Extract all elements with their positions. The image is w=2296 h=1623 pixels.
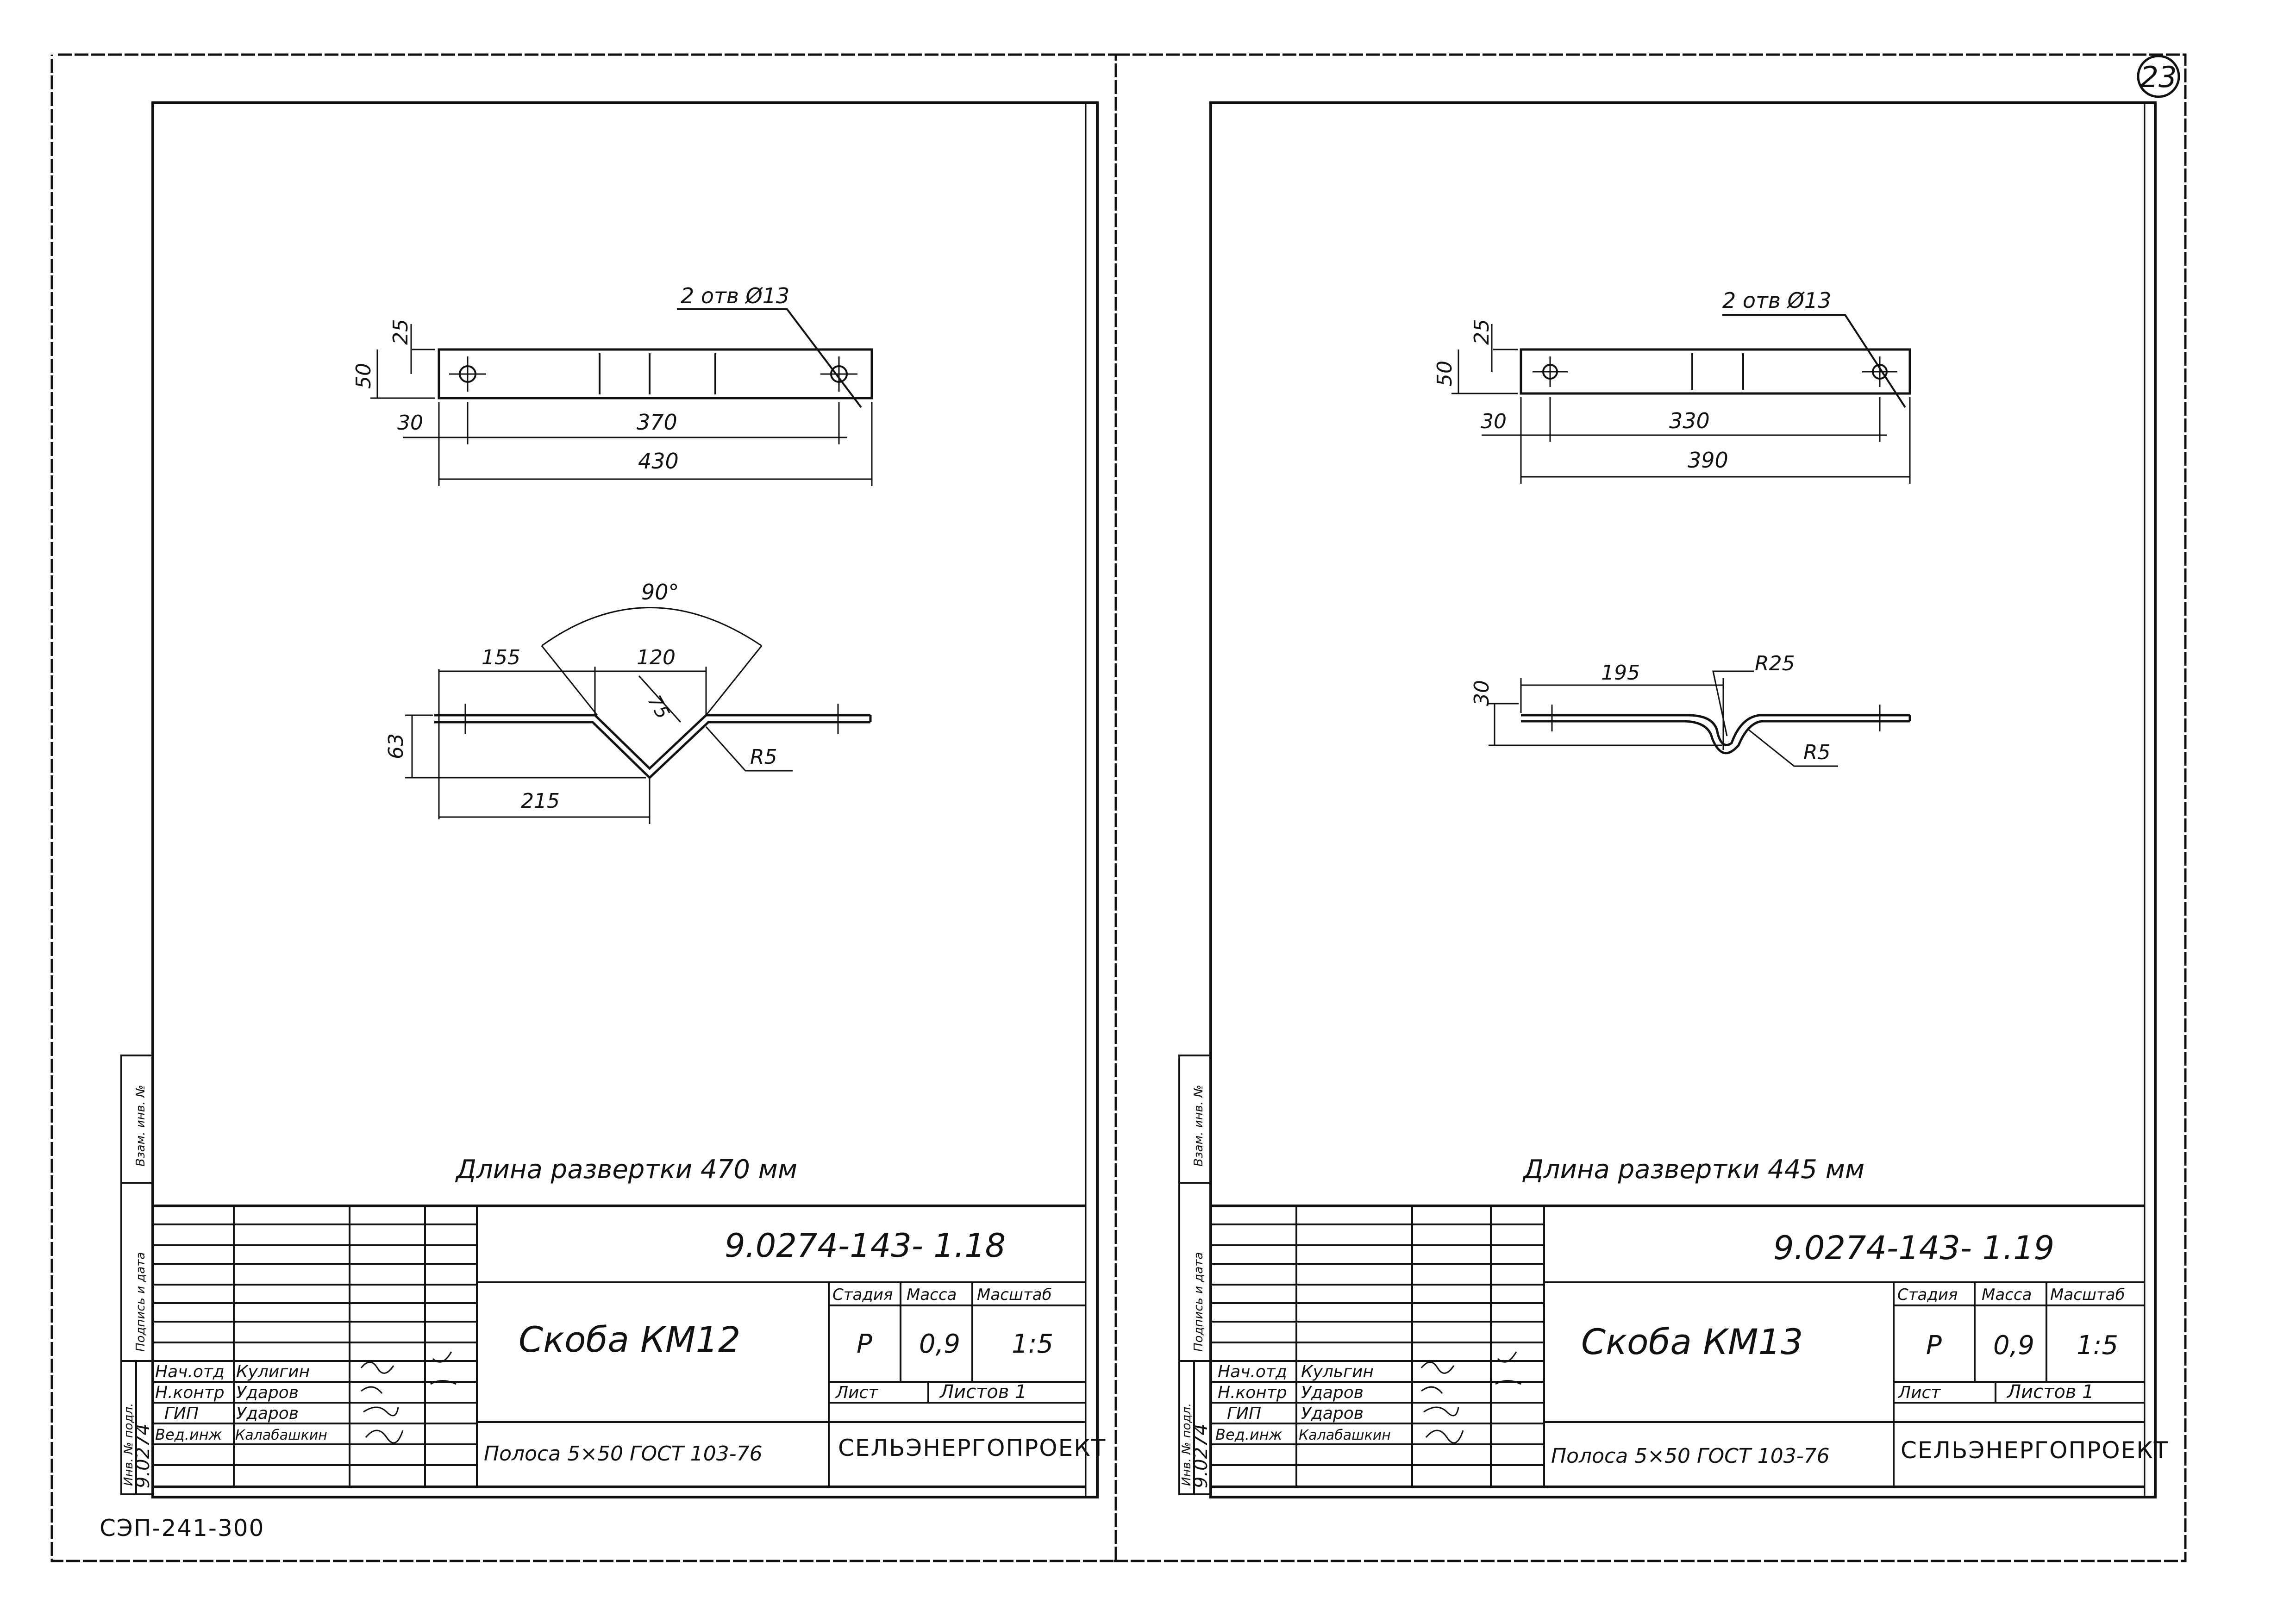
dim-radius-big: R25	[1755, 652, 1795, 675]
sig-role: ГИП	[1227, 1404, 1261, 1423]
sig-role: Нач.отд	[1218, 1362, 1287, 1381]
drawing-number: 9.0274-143- 1.19	[1773, 1229, 2054, 1267]
dim-height: 30	[1470, 680, 1494, 706]
signature-scribble	[360, 1361, 404, 1444]
stage-value: Р	[857, 1329, 872, 1359]
material-note: Полоса 5×50 ГОСТ 103-76	[1551, 1444, 1830, 1468]
title-block-right	[1211, 1205, 2145, 1488]
sig-role: ГИП	[164, 1404, 199, 1423]
inv-orig-value: 9.0274	[1190, 1423, 1212, 1488]
development-length: Длина развертки 445 мм	[1522, 1155, 1864, 1185]
stage-header: Стадия	[1897, 1286, 1958, 1304]
dim-left: 155	[482, 646, 520, 669]
mass-value: 0,9	[1993, 1330, 2034, 1361]
stage-value: Р	[1926, 1330, 1942, 1361]
side-stamp-left	[120, 1055, 154, 1495]
dim-diag: 75	[643, 692, 673, 723]
profile-view-right: 30 195 R25 R5	[1470, 652, 1911, 767]
sign-date-label: Подпись и дата	[1192, 1252, 1206, 1352]
sig-role: Н.контр	[1218, 1383, 1287, 1402]
sig-name: Кульгин	[1301, 1362, 1374, 1381]
dim-50: 50	[1433, 361, 1457, 387]
sig-name: Ударов	[1301, 1383, 1364, 1402]
dim-holes: 370	[637, 410, 677, 435]
sign-date-label: Подпись и дата	[134, 1252, 148, 1352]
sheets-label: Листов 1	[939, 1381, 1027, 1403]
sheet-label: Лист	[1897, 1383, 1941, 1402]
inv-orig-label: Инв. № подл.	[1180, 1403, 1194, 1486]
sig-role: Нач.отд	[155, 1362, 225, 1381]
dim-left: 195	[1601, 661, 1640, 685]
inv-replace-label: Взам. инв. №	[134, 1085, 148, 1167]
signature-scribble	[1420, 1361, 1464, 1444]
sig-name: Калабашкин	[1299, 1427, 1391, 1443]
plan-view-right: 2 отв Ø13 25 50 30 330 390	[1433, 288, 1911, 484]
development-length: Длина развертки 470 мм	[455, 1155, 797, 1185]
dim-total: 390	[1688, 448, 1728, 473]
plan-view-left: 2 отв Ø13 25 50 30 370 430	[352, 283, 873, 486]
mass-value: 0,9	[919, 1329, 960, 1359]
scale-header: Масштаб	[2050, 1286, 2125, 1304]
drawing-number: 9.0274-143- 1.18	[725, 1227, 1006, 1265]
footer-code: СЭП-241-300	[100, 1515, 264, 1542]
sig-name: Калабашкин	[235, 1427, 327, 1443]
signature-scribble	[1495, 1351, 1521, 1385]
sig-role: Н.контр	[155, 1383, 225, 1402]
signature-scribble	[430, 1351, 457, 1385]
holes-note: 2 отв Ø13	[1722, 288, 1831, 313]
profile-view-left: 90° 155 120 75 63 215 R5	[384, 580, 872, 824]
part-title: Скоба КМ12	[519, 1319, 740, 1360]
sig-name: Ударов	[236, 1404, 299, 1423]
inv-replace-label: Взам. инв. №	[1192, 1085, 1206, 1167]
dim-radius: R5	[750, 745, 777, 769]
sig-name: Кулигин	[236, 1362, 310, 1381]
dim-total: 430	[638, 449, 679, 474]
dim-30: 30	[397, 411, 423, 435]
side-stamp-right	[1178, 1055, 1212, 1495]
dim-25: 25	[1470, 319, 1494, 345]
page-number-text: 23	[2140, 60, 2177, 94]
outer-frame	[50, 53, 2187, 1562]
sig-name: Ударов	[1301, 1404, 1364, 1423]
sheet-right: Взам. инв. № Подпись и дата Инв. № подл.…	[1178, 101, 2169, 1498]
sig-role: Вед.инж	[1215, 1426, 1283, 1443]
material-note: Полоса 5×50 ГОСТ 103-76	[484, 1442, 763, 1466]
sig-name: Ударов	[236, 1383, 299, 1402]
dim-50: 50	[352, 363, 375, 389]
dim-height: 63	[384, 733, 408, 759]
dim-angle: 90°	[641, 580, 679, 605]
dim-25: 25	[389, 319, 413, 345]
dim-radius: R5	[1803, 741, 1831, 764]
sheet-left: Взам. инв. № Подпись и дата Инв. № подл.…	[120, 101, 1106, 1498]
stage-header: Стадия	[832, 1286, 893, 1304]
organization: СЕЛЬЭНЕРГОПРОЕКТ	[838, 1435, 1106, 1461]
scale-header: Масштаб	[977, 1286, 1052, 1304]
title-block-left	[153, 1205, 1086, 1488]
page-number: 23	[2137, 55, 2180, 98]
signature-rows-left: Нач.отд Кулигин Н.контр Ударов ГИП Ударо…	[155, 1351, 457, 1444]
holes-note: 2 отв Ø13	[681, 283, 789, 308]
sheet-label: Лист	[835, 1383, 878, 1402]
mass-header: Масса	[907, 1286, 957, 1304]
dim-mid: 120	[637, 646, 676, 669]
scale-value: 1:5	[2077, 1330, 2118, 1361]
mass-header: Масса	[1982, 1286, 2032, 1304]
dim-30: 30	[1481, 410, 1507, 433]
scale-value: 1:5	[1012, 1329, 1053, 1359]
sheets-label: Листов 1	[2006, 1381, 2094, 1403]
signature-rows-right: Нач.отд Кульгин Н.контр Ударов ГИП Ударо…	[1215, 1351, 1521, 1444]
sig-role: Вед.инж	[155, 1426, 222, 1443]
inv-orig-value: 9.0274	[132, 1423, 154, 1488]
dim-holes: 330	[1669, 408, 1710, 433]
part-title: Скоба КМ13	[1581, 1321, 1803, 1362]
inv-orig-label: Инв. № подл.	[122, 1403, 136, 1486]
organization: СЕЛЬЭНЕРГОПРОЕКТ	[1901, 1437, 2169, 1464]
dim-bottom: 215	[521, 789, 560, 813]
